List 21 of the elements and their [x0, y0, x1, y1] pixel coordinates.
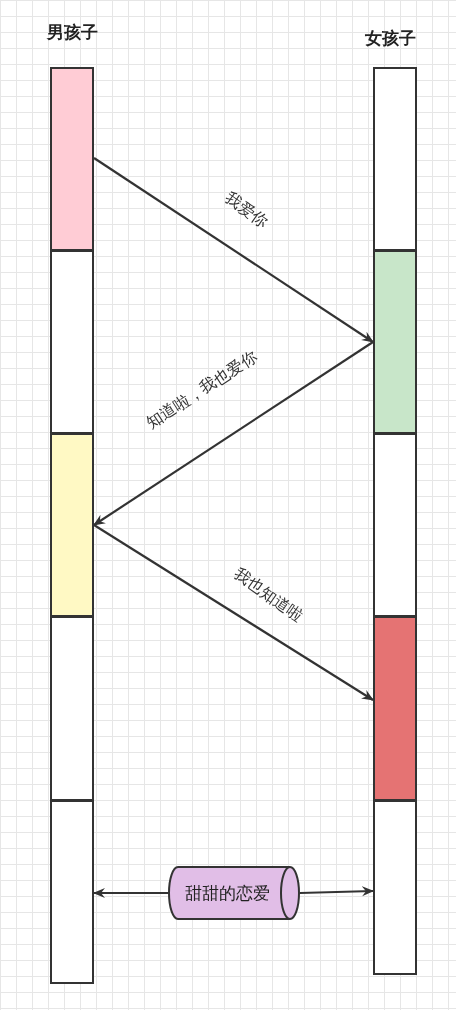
- arrow: [93, 524, 374, 701]
- edge-label: 知道啦，我也爱你: [142, 346, 262, 435]
- lifeline-segment: [373, 67, 417, 251]
- lifeline-segment: [373, 250, 417, 434]
- lifeline-segment: [50, 67, 94, 251]
- lifeline-segment: [373, 800, 417, 975]
- column-heading: 男孩子: [47, 21, 98, 44]
- arrow: [299, 886, 374, 897]
- lifeline-segment: [50, 250, 94, 434]
- arrow: [93, 157, 374, 343]
- column-heading: 女孩子: [365, 27, 416, 50]
- lifeline-segment: [50, 616, 94, 801]
- edge-label: 我爱你: [220, 188, 272, 233]
- lifeline-segment: [50, 800, 94, 984]
- lifeline-segment: [373, 616, 417, 801]
- arrow: [93, 341, 374, 526]
- arrow: [93, 888, 168, 898]
- lifeline-segment: [50, 433, 94, 617]
- lifeline-segment: [373, 433, 417, 617]
- node-label: 甜甜的恋爱: [183, 882, 271, 905]
- edge-label: 我也知道啦: [229, 563, 307, 628]
